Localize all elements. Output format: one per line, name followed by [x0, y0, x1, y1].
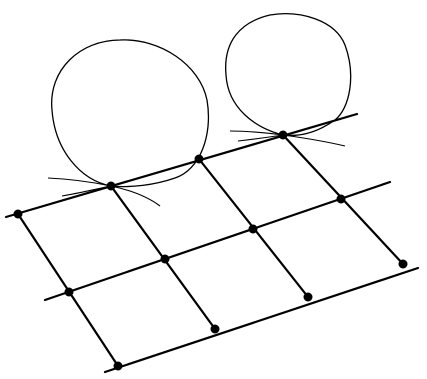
node-r1-c4 [279, 131, 288, 140]
node-r1-c3 [195, 155, 204, 164]
node-r1-c1 [14, 210, 23, 219]
node-r1-c2 [107, 182, 116, 191]
horizontal-lines [6, 114, 418, 372]
right-loop [226, 14, 351, 136]
nodes [14, 131, 408, 371]
node-r3-c2 [211, 325, 220, 334]
grid-line-row-3 [105, 268, 418, 372]
node-r2-c1 [65, 288, 74, 297]
slanted-lines [18, 135, 403, 366]
grid-line-row-1 [6, 114, 357, 217]
node-r2-c3 [249, 225, 258, 234]
node-r3-c4 [399, 260, 408, 269]
node-r3-c1 [114, 362, 123, 371]
left-junction-whisker-upper [48, 178, 111, 186]
node-r3-c3 [304, 293, 313, 302]
node-r2-c4 [337, 195, 346, 204]
node-r2-c2 [161, 255, 170, 264]
junction-whiskers [48, 131, 345, 206]
